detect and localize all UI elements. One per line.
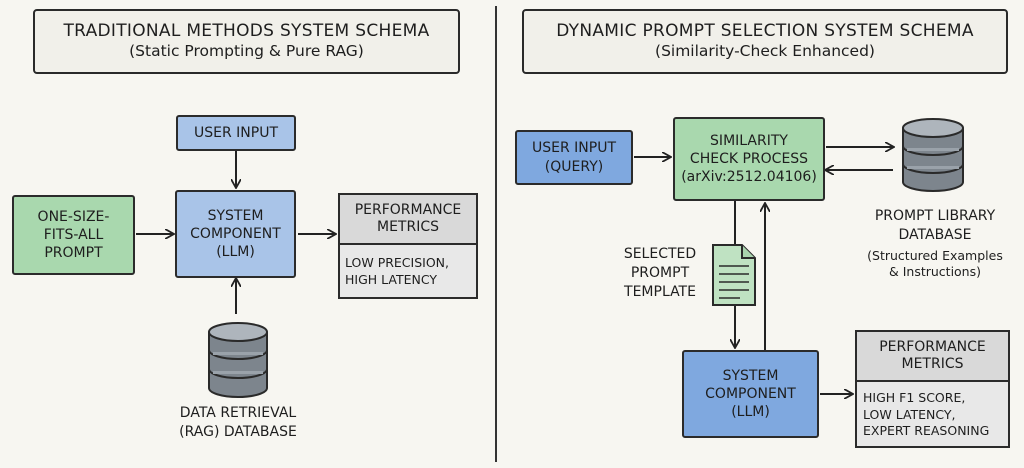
document-icon bbox=[712, 244, 756, 306]
performance-metrics-panel: PERFORMANCE METRICS LOW PRECISION, HIGH … bbox=[338, 193, 478, 299]
database-icon bbox=[208, 322, 268, 398]
left-schema-title: TRADITIONAL METHODS SYSTEM SCHEMA (Stati… bbox=[33, 9, 460, 74]
data-retrieval-database-label: DATA RETRIEVAL (RAG) DATABASE bbox=[160, 404, 316, 442]
metrics-value-line: HIGH F1 SCORE, bbox=[863, 389, 966, 405]
right-subtitle-text: (Similarity-Check Enhanced) bbox=[655, 42, 875, 61]
selected-line: PROMPT bbox=[630, 264, 690, 281]
right-performance-metrics-panel: PERFORMANCE METRICS HIGH F1 SCORE, LOW L… bbox=[855, 330, 1010, 448]
right-title-text: DYNAMIC PROMPT SELECTION SYSTEM SCHEMA bbox=[556, 21, 974, 42]
prompt-library-label: PROMPT LIBRARY DATABASE bbox=[855, 207, 1015, 245]
performance-metrics-body: LOW PRECISION, HIGH LATENCY bbox=[340, 245, 476, 299]
user-input-label: USER INPUT bbox=[194, 124, 278, 141]
right-performance-metrics-header: PERFORMANCE METRICS bbox=[857, 332, 1008, 382]
system-component-box: SYSTEM COMPONENT (LLM) bbox=[175, 190, 296, 278]
selected-prompt-template-label: SELECTED PROMPT TEMPLATE bbox=[610, 245, 710, 302]
metrics-title-line: METRICS bbox=[377, 219, 439, 235]
library-desc-line: & Instructions) bbox=[888, 264, 981, 280]
system-line: (LLM) bbox=[731, 404, 770, 421]
one-size-fits-all-prompt-box: ONE-SIZE- FITS-ALL PROMPT bbox=[12, 195, 135, 275]
user-input-box: USER INPUT bbox=[176, 115, 296, 151]
database-label-line: DATA RETRIEVAL bbox=[179, 405, 297, 421]
metrics-value-line: HIGH LATENCY bbox=[345, 272, 438, 287]
metrics-title-line: METRICS bbox=[901, 356, 964, 372]
library-name-line: PROMPT LIBRARY bbox=[874, 208, 996, 224]
left-subtitle-text: (Static Prompting & Pure RAG) bbox=[129, 42, 364, 61]
user-query-box: USER INPUT (QUERY) bbox=[515, 130, 633, 185]
prompt-line: ONE-SIZE- bbox=[37, 208, 110, 225]
system-line: COMPONENT bbox=[190, 225, 281, 242]
metrics-value-line: EXPERT REASONING bbox=[863, 423, 990, 439]
library-name-line: DATABASE bbox=[898, 226, 972, 243]
prompt-library-database-icon bbox=[902, 118, 964, 192]
selected-line: SELECTED bbox=[623, 246, 697, 262]
similarity-line: (arXiv:2512.04106) bbox=[681, 169, 817, 186]
system-line: (LLM) bbox=[216, 244, 255, 261]
query-line: USER INPUT bbox=[532, 140, 616, 157]
similarity-check-process-box: SIMILARITY CHECK PROCESS (arXiv:2512.041… bbox=[673, 117, 825, 201]
library-desc-line: (Structured Examples bbox=[867, 248, 1003, 263]
query-line: (QUERY) bbox=[544, 158, 604, 175]
database-label-line: (RAG) DATABASE bbox=[179, 423, 297, 440]
metrics-title-line: PERFORMANCE bbox=[354, 201, 462, 218]
prompt-line: PROMPT bbox=[44, 245, 103, 262]
metrics-value-line: LOW PRECISION, bbox=[345, 255, 450, 271]
selected-line: TEMPLATE bbox=[624, 283, 696, 300]
right-performance-metrics-body: HIGH F1 SCORE, LOW LATENCY, EXPERT REASO… bbox=[857, 382, 1008, 448]
right-schema-title: DYNAMIC PROMPT SELECTION SYSTEM SCHEMA (… bbox=[522, 9, 1008, 74]
left-title-text: TRADITIONAL METHODS SYSTEM SCHEMA bbox=[63, 21, 430, 42]
right-system-component-box: SYSTEM COMPONENT (LLM) bbox=[682, 350, 819, 438]
system-line: SYSTEM bbox=[722, 367, 779, 384]
metrics-value-line: LOW LATENCY, bbox=[863, 406, 956, 422]
system-line: COMPONENT bbox=[705, 385, 796, 402]
system-line: SYSTEM bbox=[207, 207, 264, 224]
similarity-line: SIMILARITY bbox=[710, 132, 788, 149]
prompt-library-description: (Structured Examples & Instructions) bbox=[850, 248, 1020, 281]
performance-metrics-header: PERFORMANCE METRICS bbox=[340, 195, 476, 245]
metrics-title-line: PERFORMANCE bbox=[879, 338, 986, 355]
similarity-line: CHECK PROCESS bbox=[689, 150, 809, 167]
prompt-line: FITS-ALL bbox=[43, 226, 104, 243]
